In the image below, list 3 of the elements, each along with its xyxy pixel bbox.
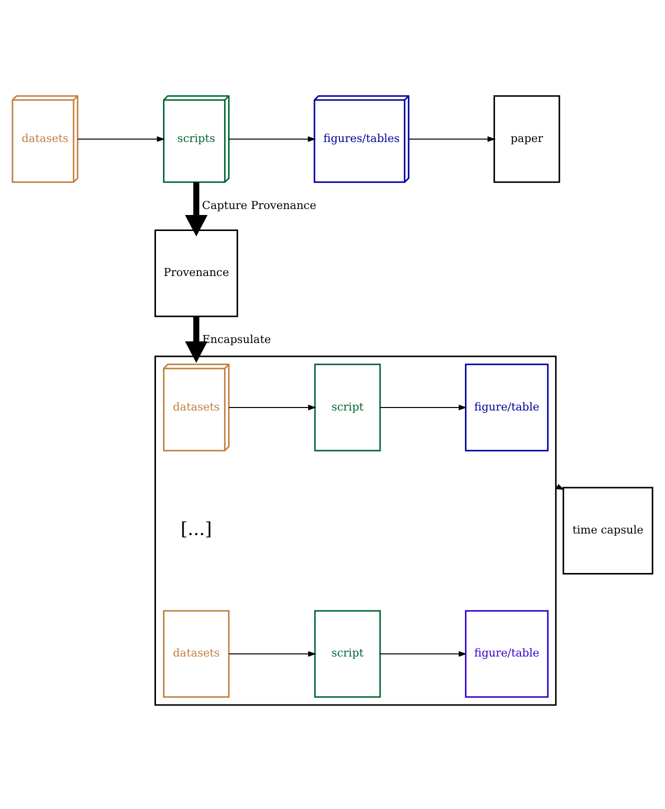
label: [...]: [180, 519, 212, 540]
edge-label: Encapsulate: [202, 333, 271, 346]
edge-label: Capture Provenance: [202, 198, 316, 212]
